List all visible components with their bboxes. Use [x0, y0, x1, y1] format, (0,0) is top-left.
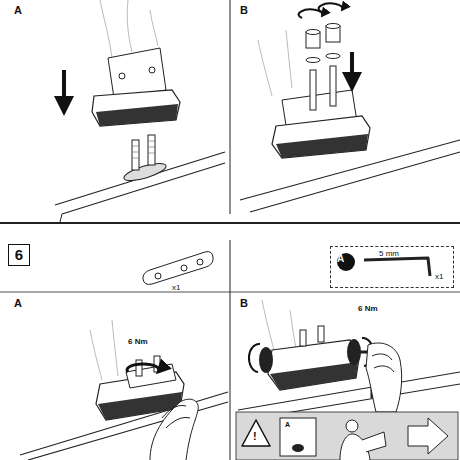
node-text: x1 — [435, 273, 443, 282]
panel-letter: B — [240, 297, 248, 309]
panel-letter: A — [14, 297, 22, 309]
warning-panel — [236, 412, 458, 460]
tool-box: 5 mm x1 A — [330, 246, 454, 288]
hex-key — [364, 258, 430, 276]
step-6a-foot — [20, 320, 228, 460]
step-b-foot — [240, 3, 460, 212]
torque-label: 6 Nm — [128, 338, 148, 347]
node-text: A — [337, 253, 344, 264]
node-text: 5 mm — [379, 250, 399, 259]
tool-callout-circle: A — [337, 253, 355, 271]
node-text: 6 — [15, 247, 23, 264]
warning-symbol: ! — [253, 430, 257, 442]
step-number-box: 6 — [8, 244, 30, 266]
panel-letter: A — [14, 4, 22, 16]
torque-label: 6 Nm — [358, 305, 378, 314]
step-6b-foot — [238, 300, 460, 420]
step-a-foot — [55, 0, 225, 222]
booklet-letter: A — [285, 421, 290, 429]
panel-letter: B — [240, 4, 248, 16]
bracket-plate — [143, 252, 213, 285]
quantity-label: x1 — [172, 284, 180, 293]
